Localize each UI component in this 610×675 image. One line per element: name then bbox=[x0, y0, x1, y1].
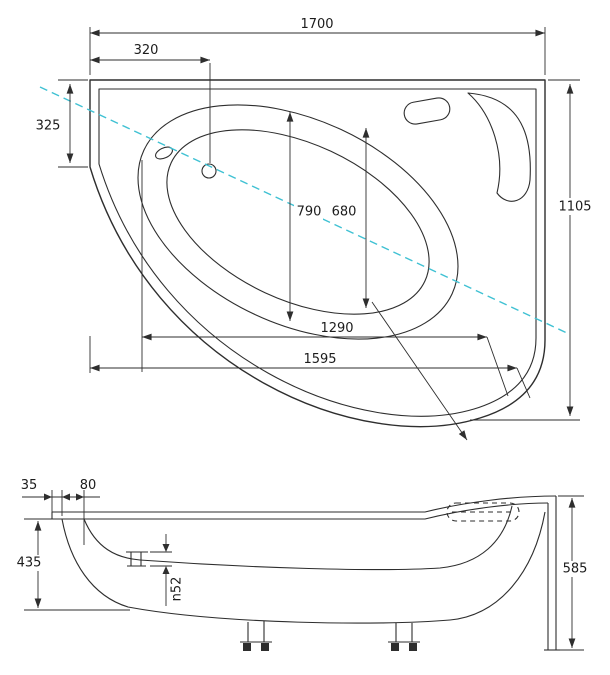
dim-basin-width-outer-label: 790 bbox=[297, 205, 322, 220]
dim-drain-diameter-label: n52 bbox=[170, 577, 185, 602]
dim-rim-lip-label: 35 bbox=[21, 478, 38, 493]
label-backing bbox=[329, 203, 358, 220]
headrest-hidden-outline bbox=[446, 502, 520, 522]
headrest-pocket bbox=[467, 92, 531, 202]
ext-line bbox=[516, 367, 531, 399]
tub-profile-shapes bbox=[51, 495, 560, 651]
tub-inner-rim bbox=[98, 88, 537, 417]
dim-overall-diagonal-label: 1595 bbox=[303, 352, 336, 367]
label-backing bbox=[556, 198, 594, 215]
diagonal-leader-line bbox=[371, 301, 468, 441]
faucet-hole-right bbox=[201, 163, 217, 179]
foot-pad bbox=[391, 643, 399, 651]
side-view: 35 80 435 n52 585 bbox=[14, 478, 592, 651]
dim-arrowhead bbox=[62, 493, 70, 501]
support-foot-left bbox=[240, 621, 272, 651]
dim-arrowhead bbox=[76, 493, 84, 501]
foot-pad bbox=[409, 643, 417, 651]
dim-arrowhead bbox=[44, 493, 52, 501]
dim-faucet-offset-label: 320 bbox=[134, 43, 159, 58]
basin-inner-profile bbox=[83, 505, 513, 571]
dim-arrowhead bbox=[162, 566, 170, 574]
drain-fitting bbox=[126, 551, 148, 567]
support-foot-right bbox=[388, 623, 420, 651]
top-view-dimensions: 1700 320 325 1105 790 680 1290 1595 bbox=[36, 17, 594, 441]
shell-outer-profile bbox=[61, 511, 546, 624]
dim-basin-length-label: 1290 bbox=[320, 321, 353, 336]
dim-total-width-label: 1105 bbox=[558, 200, 591, 215]
dim-left-edge-label: 325 bbox=[36, 119, 61, 134]
tub-outer-outline bbox=[89, 79, 546, 428]
dim-rim-inset-label: 80 bbox=[80, 478, 97, 493]
dim-total-length-label: 1700 bbox=[300, 17, 333, 32]
top-view: 1700 320 325 1105 790 680 1290 1595 bbox=[36, 17, 594, 441]
side-view-dimensions: 35 80 435 n52 585 bbox=[14, 478, 592, 651]
label-backing bbox=[294, 203, 323, 220]
rim-top-line bbox=[52, 495, 557, 513]
basin-oval-outer bbox=[137, 104, 459, 340]
basin-oval-floor bbox=[166, 129, 430, 315]
dim-arrowhead bbox=[162, 544, 170, 552]
label-backing bbox=[14, 555, 44, 571]
dim-basin-width-inner-label: 680 bbox=[332, 205, 357, 220]
foot-pad bbox=[243, 643, 251, 651]
dim-overall-height-label: 585 bbox=[563, 562, 588, 577]
rim-bottom-line bbox=[52, 502, 549, 520]
foot-pad bbox=[261, 643, 269, 651]
dim-shell-depth-label: 435 bbox=[17, 556, 42, 571]
grab-handle bbox=[403, 97, 451, 125]
label-backing bbox=[558, 561, 592, 577]
tub-plan-shapes bbox=[89, 79, 546, 428]
